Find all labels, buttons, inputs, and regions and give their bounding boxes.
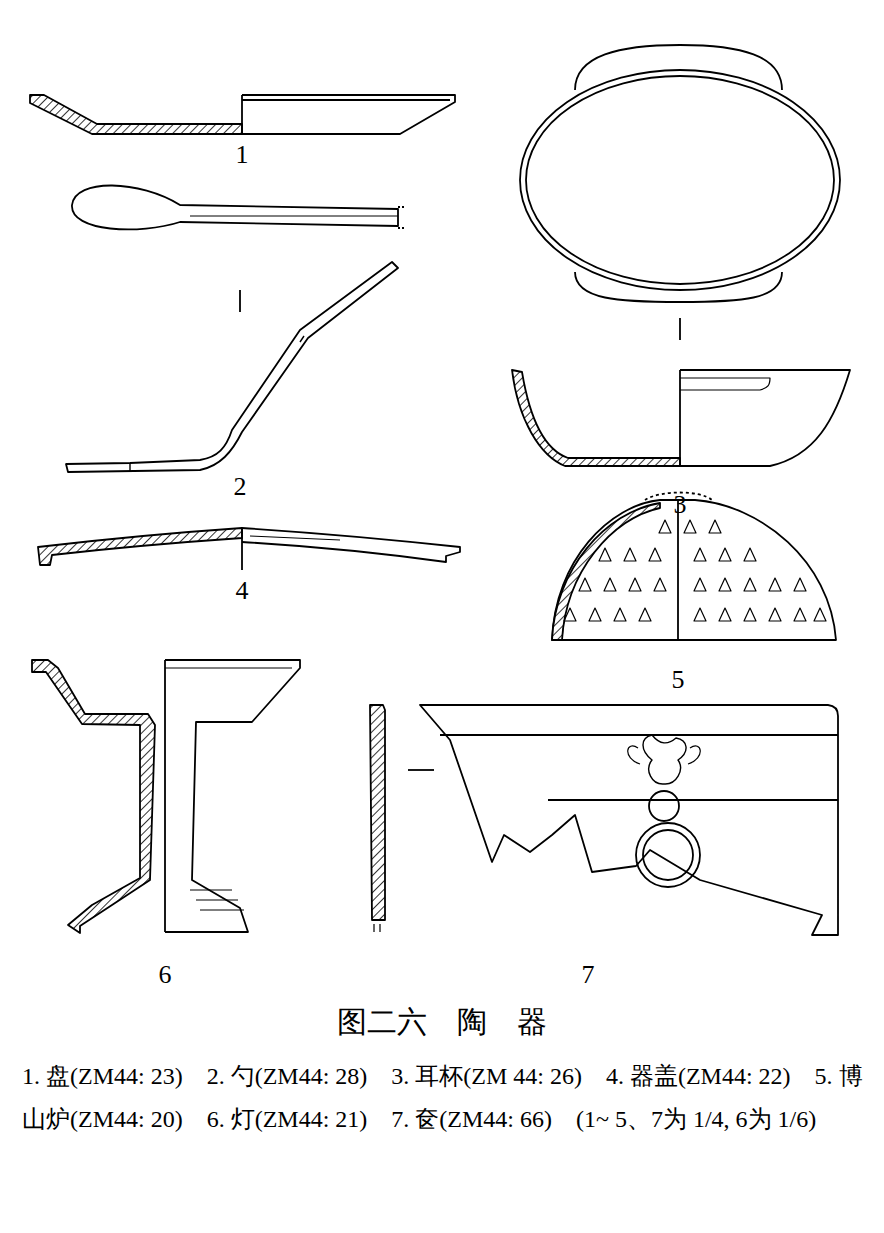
figure-caption: 1. 盘(ZM44: 23) 2. 勺(ZM44: 28) 3. 耳杯(ZM 4… (22, 1055, 867, 1141)
lian-drawing (370, 705, 838, 935)
triangle-motif (744, 548, 756, 561)
triangle-motif (769, 608, 781, 621)
triangle-motif (814, 608, 826, 621)
triangle-motif (589, 608, 601, 621)
triangle-motif (794, 578, 806, 591)
triangle-motif (639, 608, 651, 621)
triangle-motif (604, 578, 616, 591)
figure-number: 6 (159, 962, 172, 988)
triangle-motif (659, 520, 671, 533)
figure-title: 图二六 陶 器 (0, 1002, 884, 1043)
triangle-motif (694, 608, 706, 621)
triangle-motif (654, 578, 666, 591)
lamp-drawing (32, 660, 300, 933)
triangle-motif (719, 548, 731, 561)
figure-number: 1 (236, 142, 249, 168)
figure-number: 7 (582, 962, 595, 988)
plate-drawing (30, 95, 455, 134)
triangle-motif (649, 548, 661, 561)
triangle-motif (769, 578, 781, 591)
triangle-motif (719, 608, 731, 621)
triangle-motif (694, 548, 706, 561)
figure-number: 3 (674, 492, 687, 518)
spoon-drawing (66, 185, 404, 472)
triangle-motif (614, 608, 626, 621)
triangle-motif (684, 520, 696, 533)
triangle-motif (744, 578, 756, 591)
lid-drawing (38, 528, 460, 570)
triangle-motif (694, 578, 706, 591)
censer-drawing (552, 493, 836, 641)
triangle-motif (624, 548, 636, 561)
triangle-motif (709, 520, 721, 533)
triangle-motif (579, 578, 591, 591)
triangle-motif (564, 608, 576, 621)
triangle-motif (629, 578, 641, 591)
figure-number: 4 (236, 578, 249, 604)
triangle-motif (744, 608, 756, 621)
figure-number: 2 (234, 474, 247, 500)
triangle-motif (794, 608, 806, 621)
ear-cup-drawing (512, 45, 850, 466)
figure-number: 5 (672, 667, 685, 693)
triangle-motif (599, 548, 611, 561)
triangle-motif (719, 578, 731, 591)
